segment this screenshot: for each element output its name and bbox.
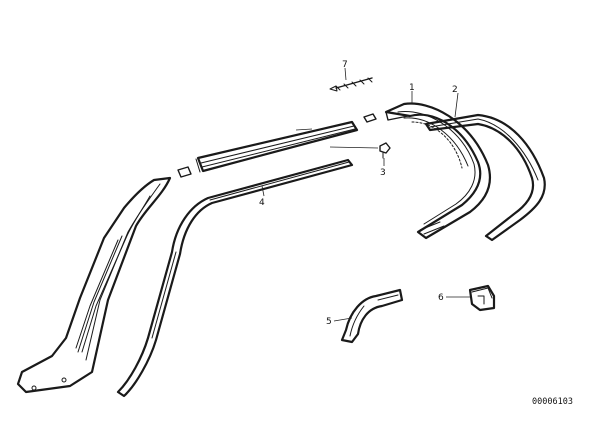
leader-5 <box>333 317 353 322</box>
part-4-pillar-seal <box>116 158 354 398</box>
part-6-block <box>468 284 496 312</box>
reference-number: 00006103 <box>532 397 573 407</box>
part-5-bracket <box>340 288 404 344</box>
callout-7: 7 <box>342 60 348 70</box>
part-3-clip <box>379 142 391 159</box>
callout-3: 3 <box>380 168 386 178</box>
leader-7 <box>344 67 347 81</box>
callout-1: 1 <box>409 83 415 93</box>
leader-2 <box>454 92 459 118</box>
leader-strip <box>295 128 313 131</box>
callout-5: 5 <box>326 317 332 327</box>
part-2-outer-seal <box>424 113 546 242</box>
callout-4: 4 <box>259 198 265 208</box>
part-1-corner-seal <box>384 102 492 240</box>
part-trim-strip <box>195 120 359 173</box>
leader-3b <box>329 146 379 149</box>
callout-6: 6 <box>438 293 444 303</box>
plug-left <box>177 166 192 178</box>
part-pillar-panel <box>16 176 172 394</box>
plug-right <box>363 113 377 123</box>
leader-4 <box>261 185 265 197</box>
part-7-screw <box>329 77 373 92</box>
callout-2: 2 <box>452 85 458 95</box>
